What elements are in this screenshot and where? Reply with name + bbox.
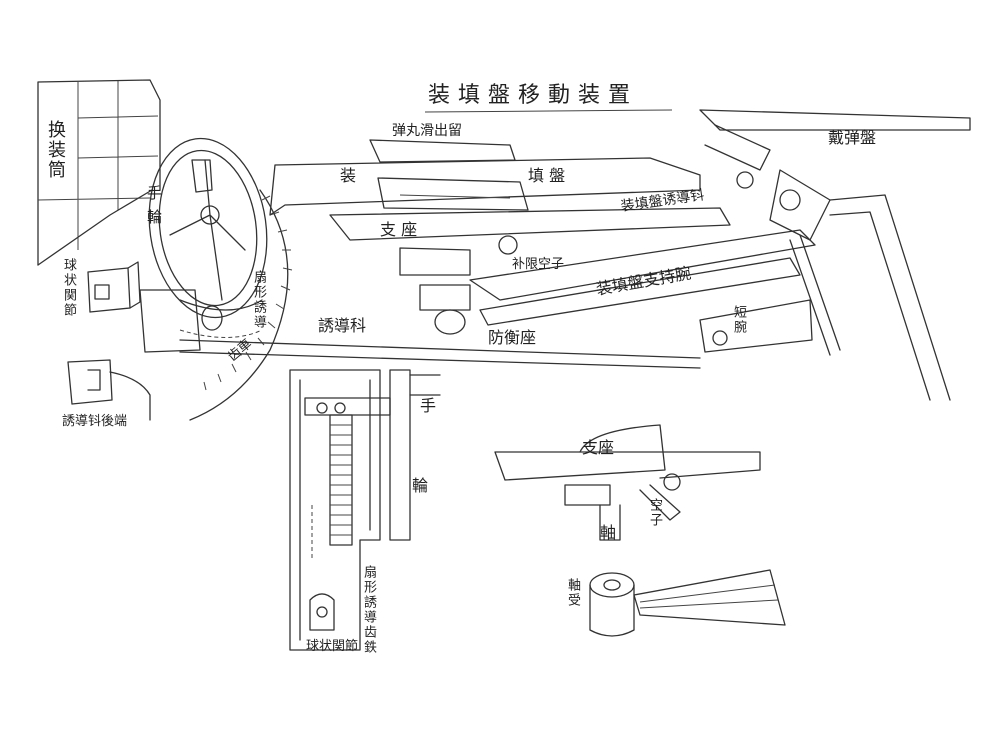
label-tray: 填 盤 <box>528 166 566 185</box>
label-short-arm: 短腕 <box>731 305 746 335</box>
label-bullet-slide: 弹丸滑出留 <box>392 123 462 139</box>
label-support-detail: 支座 <box>582 438 615 457</box>
label-bearing: 軸受 <box>565 578 580 608</box>
axle-bearing-detail <box>589 569 786 637</box>
loading-tube <box>37 79 161 266</box>
label-balance-base: 防衡座 <box>488 328 537 347</box>
guide-rod-rear <box>67 359 151 421</box>
gear-section-detail <box>289 369 441 651</box>
label-loading-tube: 换装筒 <box>45 120 66 180</box>
label-guide-rear: 誘導钭後端 <box>62 414 128 429</box>
ball-joint <box>87 261 141 313</box>
label-tray-top: 装 <box>340 166 357 185</box>
label-wheel: 輪 <box>412 476 429 495</box>
label-sector-iron: 扇形誘導齿鉄 <box>361 565 376 655</box>
diagram-title: 装填盤移動装置 <box>428 83 639 108</box>
support-base <box>329 207 731 335</box>
label-slot-detail: 空子 <box>647 498 662 528</box>
label-hand: 手 <box>420 396 437 415</box>
label-support-base: 支 座 <box>380 220 418 239</box>
label-axle: 軸 <box>600 523 617 542</box>
support-arm <box>469 229 816 353</box>
label-sector-guide: 扇形誘導 <box>251 270 266 330</box>
label-ball-joint: 球状関節 <box>61 258 76 318</box>
label-hand-wheel: 手 輪 <box>145 185 163 226</box>
title-underline <box>424 109 673 113</box>
label-limit-slot: 补限空子 <box>512 257 565 272</box>
ammo-tray <box>699 109 971 401</box>
label-guide-rod: 誘導科 <box>318 316 367 335</box>
hand-wheel <box>148 137 268 319</box>
support-detail <box>494 424 761 541</box>
guide-rod <box>179 339 701 369</box>
loading-tray <box>269 139 701 216</box>
sector-gear <box>139 189 293 421</box>
label-ball-joint-detail: 球状関節 <box>306 639 359 654</box>
label-ammo-tray: 戴弹盤 <box>828 128 877 147</box>
